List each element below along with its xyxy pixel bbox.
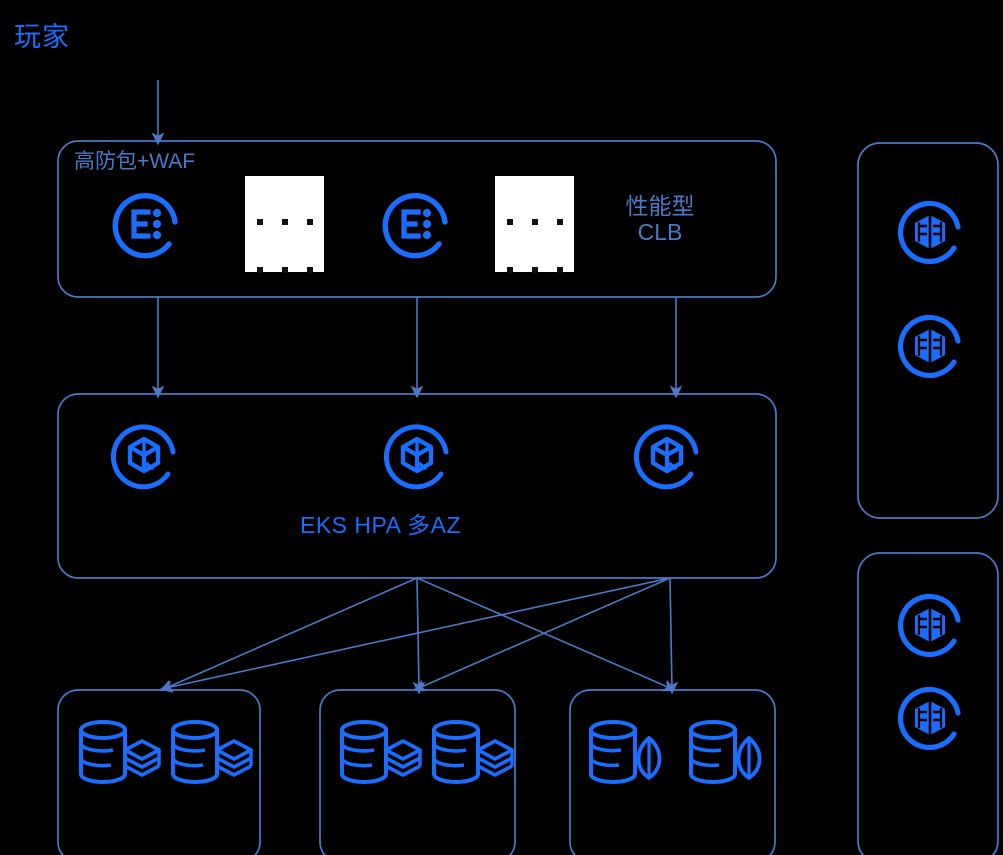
ellipsis-row — [495, 267, 574, 273]
database-stack-icon[interactable] — [340, 720, 422, 784]
side-service-group-bottom[interactable] — [857, 552, 999, 855]
eks-label: EKS HPA 多AZ — [300, 512, 462, 538]
side-service-group-top[interactable] — [857, 142, 999, 519]
database-stack-icon[interactable] — [171, 720, 253, 784]
hex-shield-icon[interactable] — [901, 596, 958, 654]
dot — [281, 267, 288, 273]
ellipsis-row — [495, 219, 574, 225]
hex-shield-icon[interactable] — [901, 203, 958, 261]
ellipsis-row — [245, 219, 324, 225]
waf-clb-container[interactable] — [57, 140, 777, 298]
database-stack-icon[interactable] — [432, 720, 514, 784]
ellipsis-placeholder-2 — [495, 176, 574, 273]
player-label: 玩家 — [14, 22, 70, 52]
database-leaf-icon[interactable] — [589, 720, 662, 784]
dot — [506, 267, 513, 273]
ellipsis-row — [245, 267, 324, 273]
eks-to-db3-arrow-a — [416, 577, 676, 692]
database-leaf-icon[interactable] — [689, 720, 762, 784]
ellipsis-placeholder-1 — [245, 176, 324, 273]
dot — [306, 219, 313, 225]
waf-label: 高防包+WAF — [74, 150, 196, 173]
clb-label-line1: 性能型 — [625, 193, 695, 219]
database-group-1[interactable] — [57, 689, 261, 855]
database-group-2[interactable] — [319, 689, 516, 855]
shield-waf-icon[interactable] — [115, 196, 175, 256]
dot — [281, 219, 288, 225]
hex-shield-icon[interactable] — [901, 317, 958, 375]
dot — [256, 267, 263, 273]
clb-label-line2: CLB — [637, 218, 683, 245]
dot — [556, 267, 563, 273]
eks-to-db2-arrow-a — [412, 577, 426, 695]
dot — [531, 219, 538, 225]
cube-node-icon[interactable] — [386, 427, 446, 487]
dot — [531, 267, 538, 273]
dot — [506, 219, 513, 225]
dot — [556, 219, 563, 225]
eks-to-db1-arrow-a — [160, 577, 418, 692]
cube-node-icon[interactable] — [636, 427, 696, 487]
database-group-3[interactable] — [569, 689, 776, 855]
clb-label: 性能型 CLB — [612, 193, 708, 246]
eks-cluster-container[interactable] — [57, 393, 777, 579]
eks-to-db3-arrow-b — [665, 577, 679, 695]
dot — [256, 219, 263, 225]
database-stack-icon[interactable] — [79, 720, 161, 784]
dot — [306, 267, 313, 273]
shield-waf-icon[interactable] — [385, 196, 445, 256]
cube-node-icon[interactable] — [113, 427, 173, 487]
hex-shield-icon[interactable] — [901, 689, 958, 747]
